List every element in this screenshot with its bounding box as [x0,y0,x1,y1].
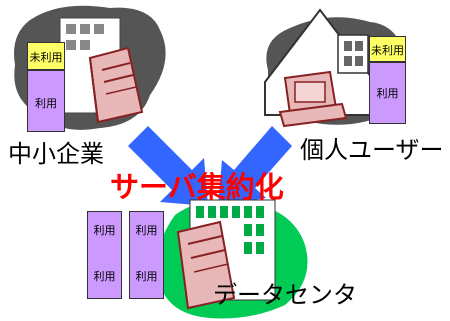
smb-used-bar: 利用 [27,70,65,132]
datacenter-bar-2: 利用 利用 [129,211,164,299]
smb-used-label: 利用 [35,97,57,110]
smb-unused-label: 未利用 [29,51,63,64]
individual-unused-label: 未利用 [371,44,404,57]
individual-label: 個人ユーザー [300,136,444,164]
individual-used-bar: 利用 [369,62,406,124]
datacenter-bar-2-top-label: 利用 [135,224,158,237]
datacenter-label: データセンタ [213,281,357,309]
datacenter-server-icon [176,220,236,310]
pc-icon [278,70,348,128]
smb-label: 中小企業 [8,140,104,168]
datacenter-bar-1-bottom-label: 利用 [93,270,116,283]
individual-used-label: 利用 [376,87,399,100]
smb-server-icon [88,46,144,124]
smb-unused-bar: 未利用 [27,42,65,70]
arrow-individual-to-datacenter [218,126,292,206]
individual-unused-bar: 未利用 [369,36,406,62]
arrow-smb-to-datacenter [128,126,208,206]
datacenter-bar-1: 利用 利用 [87,211,122,299]
headline-server-consolidation: サーバ集約化 [110,170,284,204]
datacenter-bar-2-bottom-label: 利用 [135,270,158,283]
datacenter-bar-1-top-label: 利用 [93,224,116,237]
